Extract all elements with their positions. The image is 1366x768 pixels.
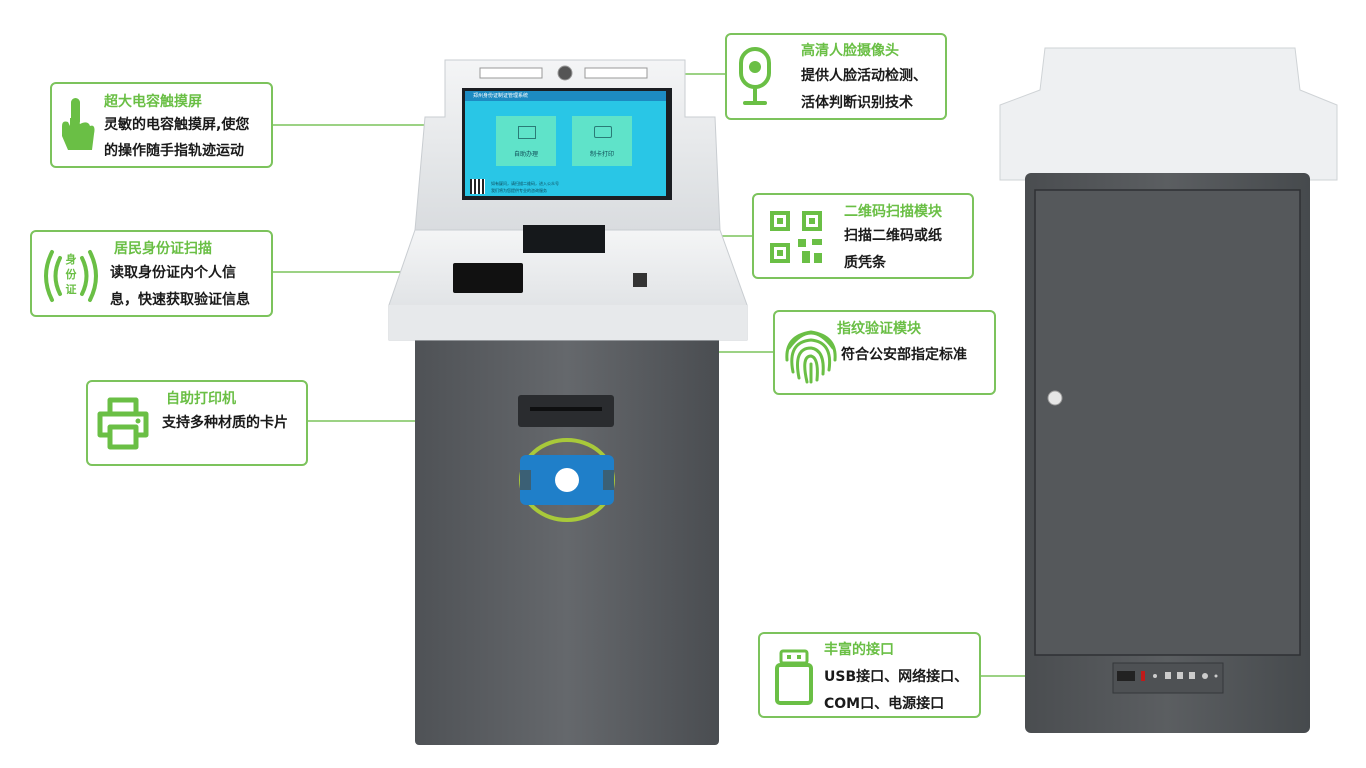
callout-idcard-line1: 读取身份证内个人信	[110, 265, 236, 281]
hand-touch-icon	[62, 98, 95, 150]
callout-touch-line1: 灵敏的电容触摸屏,使您	[104, 117, 250, 133]
tile-card-print[interactable]: 制卡打印	[572, 116, 632, 166]
screen-qr-icon	[470, 179, 485, 194]
monitor-icon	[518, 126, 536, 139]
screen-footer-line2: 我们将为您提供专业的咨询服务	[491, 188, 547, 193]
callout-fingerprint-title: 指纹验证模块	[837, 321, 921, 337]
callout-touch-screen: 超大电容触摸屏 灵敏的电容触摸屏,使您 的操作随手指轨迹运动	[50, 82, 273, 168]
callout-fingerprint-line1: 符合公安部指定标准	[841, 347, 967, 363]
callout-qr-line2: 质凭条	[844, 255, 886, 271]
screen-footer-line1: 如有疑问，请扫描二维码，进入公众号	[491, 181, 559, 186]
kiosk-screen: 郑州身份证制证管理系统 自助办理 制卡打印 如有疑问，请扫描二维码，进入公众号 …	[465, 91, 666, 196]
camera-icon	[739, 47, 771, 105]
callout-camera: 高清人脸摄像头 提供人脸活动检测、 活体判断识别技术	[725, 33, 947, 120]
tile-self-service[interactable]: 自助办理	[496, 116, 556, 166]
callout-camera-line1: 提供人脸活动检测、	[801, 68, 927, 84]
callout-printer-title: 自助打印机	[166, 391, 236, 407]
callout-idcard-line2: 息，快速获取验证信息	[110, 292, 250, 308]
kiosk-rear	[999, 47, 1338, 733]
callout-touch-line2: 的操作随手指轨迹运动	[104, 143, 244, 159]
callout-camera-line2: 活体判断识别技术	[801, 95, 913, 111]
callout-qr-line1: 扫描二维码或纸	[844, 228, 942, 244]
callout-ports-line2: COM口、电源接口	[824, 696, 945, 712]
callout-id-card: 身 份 证 居民身份证扫描 读取身份证内个人信 息，快速获取验证信息	[30, 230, 273, 317]
printer-small-icon	[594, 126, 612, 138]
callout-printer-line1: 支持多种材质的卡片	[162, 415, 288, 431]
wireless-signal-icon	[44, 250, 98, 302]
screen-header: 郑州身份证制证管理系统	[465, 91, 666, 101]
tile-self-service-label: 自助办理	[513, 151, 538, 158]
callout-ports-title: 丰富的接口	[824, 642, 894, 658]
usb-icon	[775, 649, 813, 705]
printer-icon	[97, 397, 149, 450]
id-card-icon-text: 身 份 证	[65, 253, 77, 296]
qr-code-icon	[770, 211, 822, 263]
callout-camera-title: 高清人脸摄像头	[801, 43, 899, 59]
tile-card-print-label: 制卡打印	[589, 151, 614, 158]
fingerprint-icon	[785, 330, 837, 384]
callout-touch-title: 超大电容触摸屏	[104, 94, 202, 110]
callout-printer: 自助打印机 支持多种材质的卡片	[86, 380, 308, 466]
callout-idcard-title: 居民身份证扫描	[114, 241, 212, 257]
callout-ports: 丰富的接口 USB接口、网络接口、 COM口、电源接口	[758, 632, 981, 718]
callout-qr-title: 二维码扫描模块	[844, 204, 942, 220]
callout-qr-scanner: 二维码扫描模块 扫描二维码或纸 质凭条	[752, 193, 974, 279]
screen-header-title: 郑州身份证制证管理系统	[473, 93, 529, 99]
callout-fingerprint: 指纹验证模块 符合公安部指定标准	[773, 310, 996, 395]
callout-ports-line1: USB接口、网络接口、	[824, 669, 969, 685]
